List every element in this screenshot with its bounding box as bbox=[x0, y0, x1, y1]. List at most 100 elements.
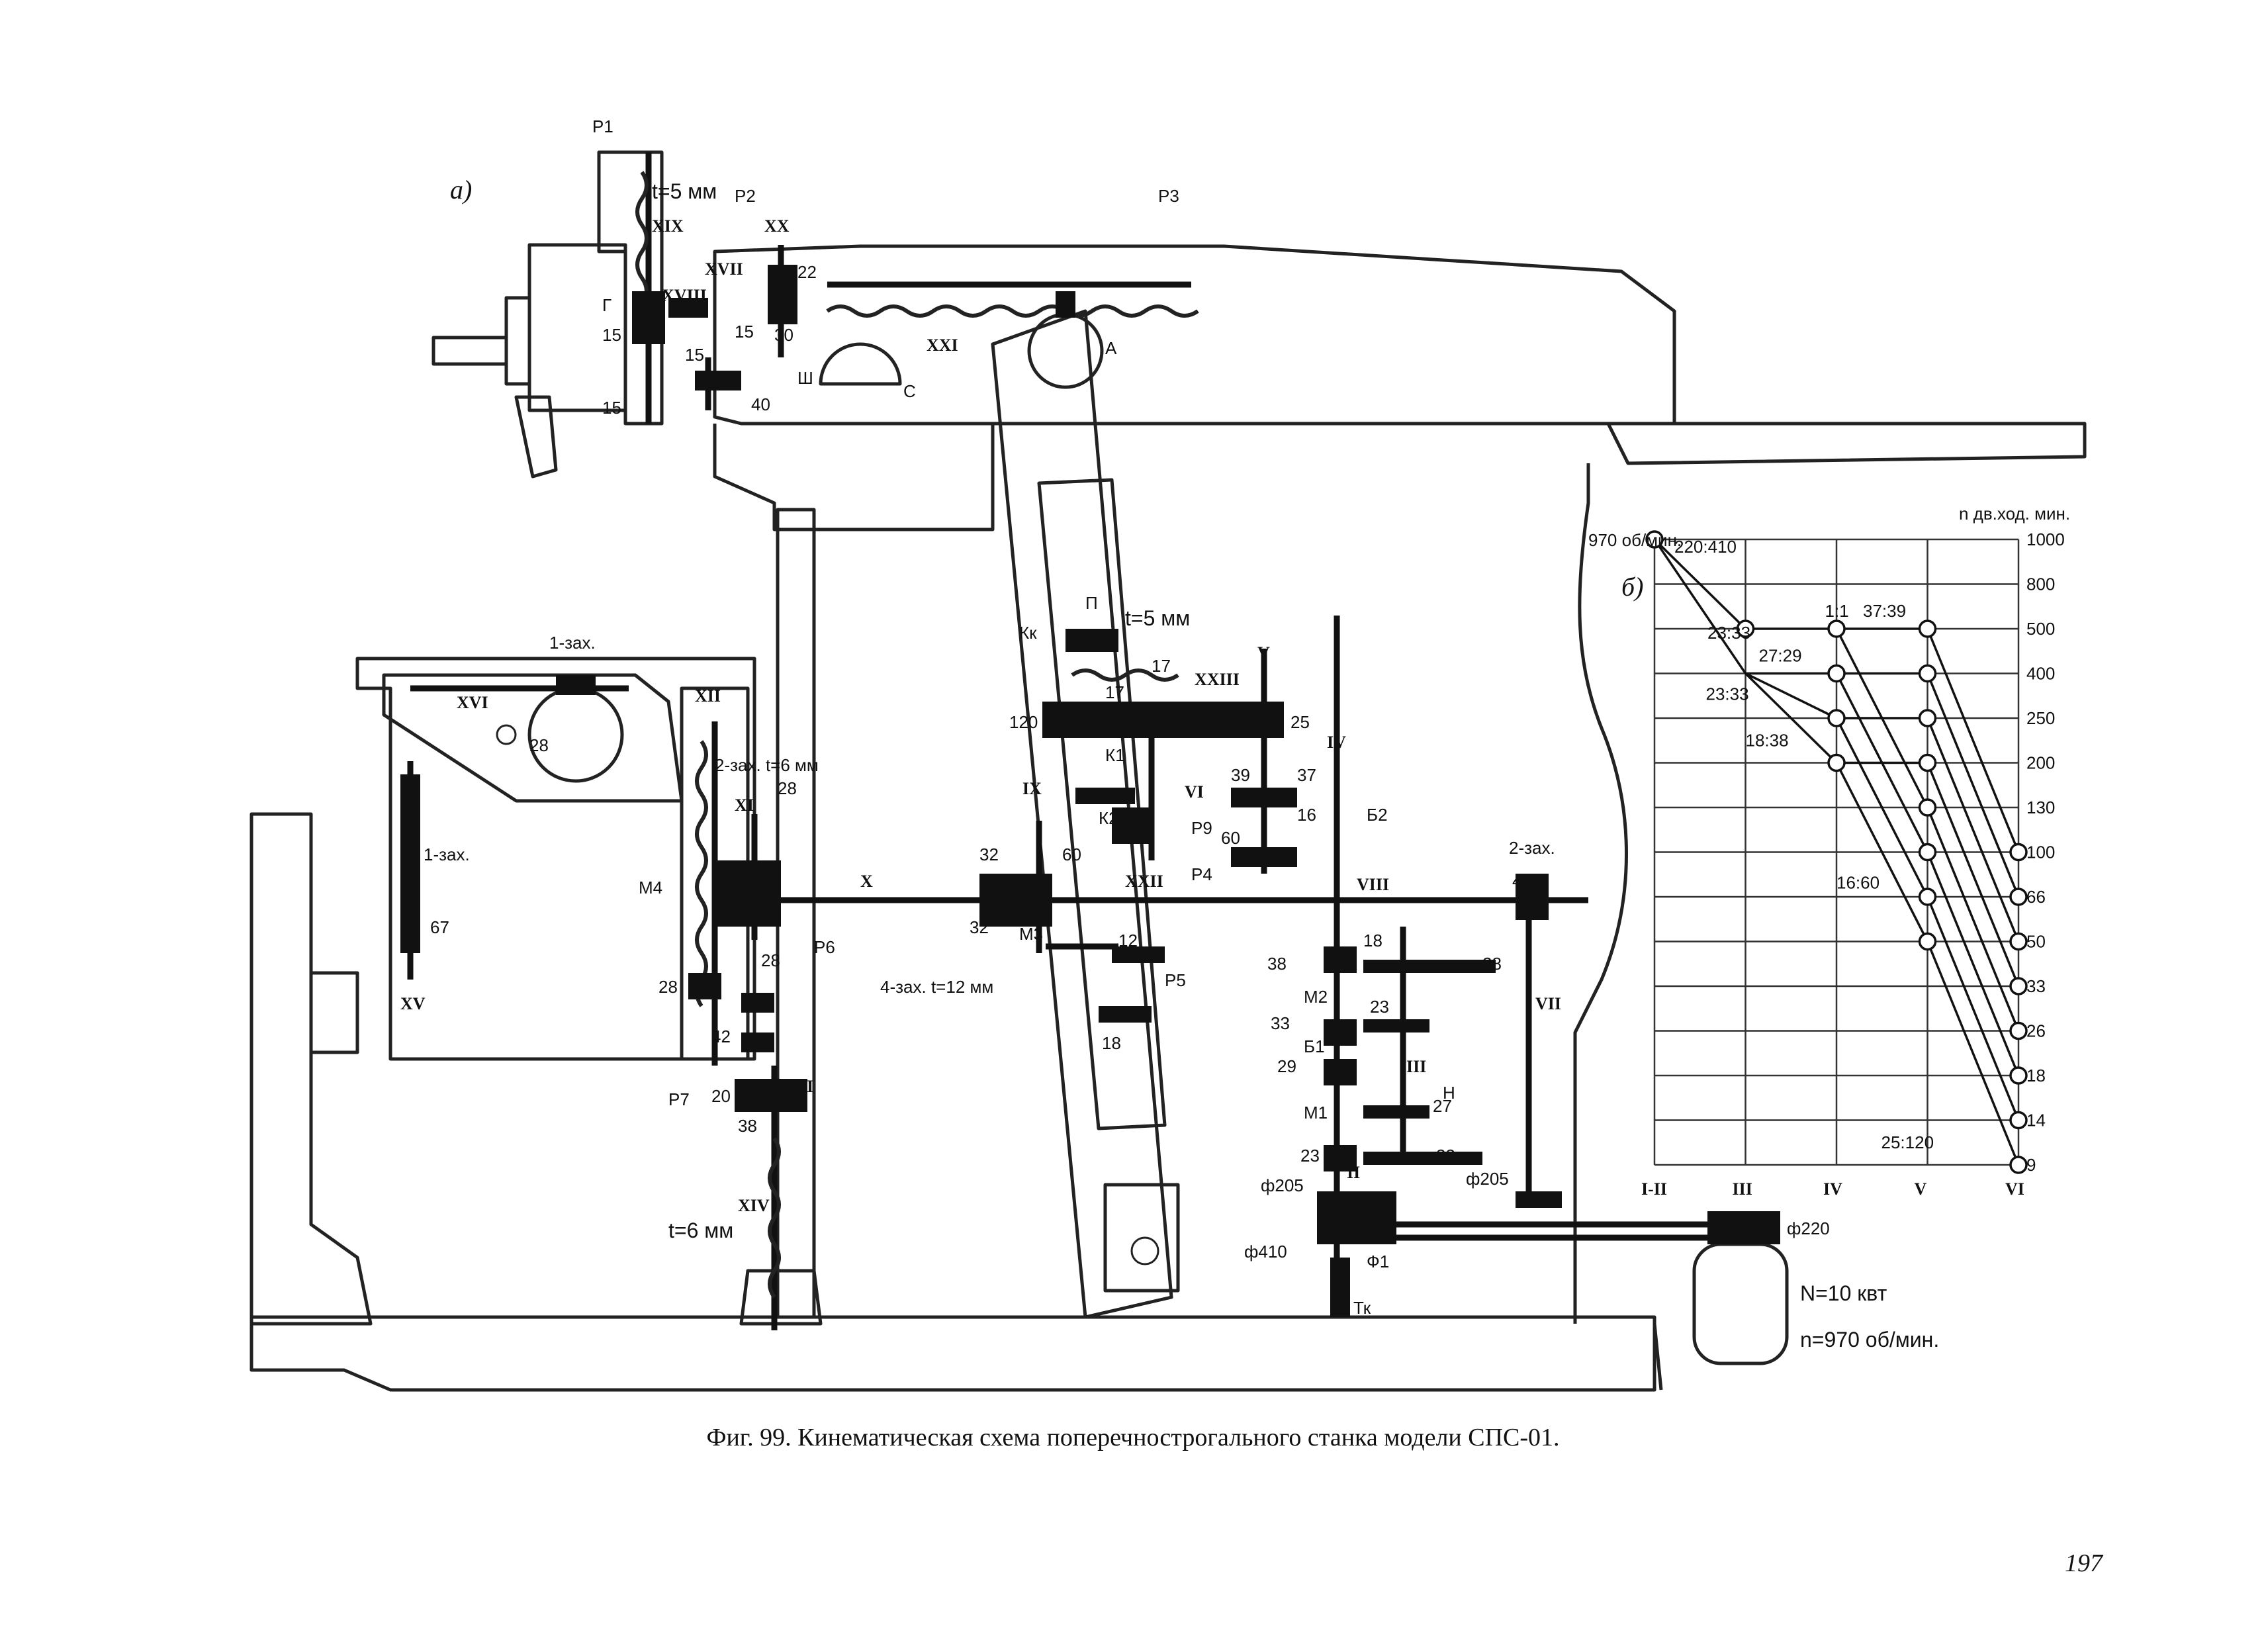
chart-y-tick-label: 14 bbox=[2026, 1111, 2046, 1130]
shaft-xiv: XIV bbox=[738, 1196, 770, 1215]
lever-p5-label: P5 bbox=[1165, 970, 1186, 990]
gear-38-a: 38 bbox=[738, 1116, 757, 1136]
lever-p3-label: P3 bbox=[1158, 186, 1179, 206]
brake-f1: Ф1 bbox=[1367, 1252, 1389, 1271]
chart-ratio-label: 27:29 bbox=[1759, 646, 1802, 666]
gear-27: 27 bbox=[1433, 1096, 1452, 1116]
lever-p1-label: P1 bbox=[592, 116, 613, 136]
chart-speed-node bbox=[2009, 888, 2028, 906]
chart-ratio-ray bbox=[1926, 941, 2020, 1166]
chart-ratio-ray bbox=[1926, 851, 2020, 1076]
gear-16: 16 bbox=[1297, 805, 1316, 825]
chart-x-tick-label: III bbox=[1733, 1179, 1752, 1199]
shaft-v: V bbox=[1257, 643, 1270, 663]
gear-22: 22 bbox=[797, 262, 817, 282]
chart-speed-node bbox=[1645, 530, 1664, 549]
chart-ratio-ray bbox=[1926, 717, 2020, 942]
chart-speed-node bbox=[2009, 1021, 2028, 1040]
lever-p6-label: P6 bbox=[814, 937, 835, 957]
chart-ratio-ray bbox=[1835, 672, 1929, 853]
screw-pitch-lift: t=6 мм bbox=[668, 1218, 733, 1242]
chart-speed-node bbox=[1918, 709, 1937, 727]
motor-power: N=10 квт bbox=[1800, 1281, 1887, 1305]
gear-60-b: 60 bbox=[1221, 828, 1240, 848]
chart-ratio-ray bbox=[1926, 672, 2020, 897]
gear-12: 12 bbox=[1118, 931, 1138, 950]
chart-speed-node bbox=[1918, 753, 1937, 772]
gear-15-c: 15 bbox=[685, 345, 704, 365]
shaft-vii: VII bbox=[1535, 994, 1561, 1013]
gear-25: 25 bbox=[1291, 712, 1310, 732]
chart-ratio-label: 25:120 bbox=[1881, 1132, 1934, 1152]
shaft-xx: XX bbox=[764, 216, 790, 236]
pulley-d410: ф410 bbox=[1244, 1242, 1287, 1262]
pulley-d205-right: ф205 bbox=[1466, 1169, 1509, 1189]
worm-two-start-right-label: 2-зах. bbox=[1509, 838, 1555, 858]
gear-28-c: 28 bbox=[761, 950, 780, 970]
machine-frame bbox=[249, 150, 2087, 1392]
chart-speed-node bbox=[1827, 620, 1846, 638]
gear-38-b: 38 bbox=[1267, 954, 1287, 974]
chart-speed-node bbox=[1918, 888, 1937, 906]
gear-18-a: 18 bbox=[1102, 1033, 1121, 1053]
chart-y-tick-label: 100 bbox=[2026, 843, 2055, 862]
chart-ratio-ray bbox=[1926, 896, 2020, 1121]
gear-15-d: 15 bbox=[735, 322, 754, 342]
chart-ratio-ray bbox=[1835, 762, 1929, 942]
lever-p4-label: P4 bbox=[1191, 864, 1212, 884]
worm-two-start-label: 2-зах. t=6 мм bbox=[715, 755, 819, 775]
letter-a: А bbox=[1105, 338, 1117, 358]
chart-ratio-label: 1:1 bbox=[1825, 601, 1849, 621]
chart-y-tick-label: 9 bbox=[2026, 1155, 2036, 1175]
shaft-xvii: XVII bbox=[705, 259, 743, 279]
chart-speed-node bbox=[2009, 1156, 2028, 1174]
subfigure-a-label: а) bbox=[450, 175, 472, 205]
chart-ratio-ray bbox=[1653, 538, 1746, 630]
chart-ratio-label: 23:33 bbox=[1706, 684, 1749, 704]
lever-p9-label: P9 bbox=[1191, 818, 1212, 838]
gear-17-a: 17 bbox=[1152, 656, 1171, 676]
chart-y-tick-label: 50 bbox=[2026, 932, 2046, 952]
chart-ratio-ray bbox=[1835, 628, 1929, 808]
chart-ratio-ray bbox=[1653, 539, 1746, 674]
lever-p2-label: P2 bbox=[735, 186, 756, 206]
chart-x-tick-label: IV bbox=[1823, 1179, 1842, 1199]
shaft-xii: XII bbox=[695, 686, 721, 706]
worm-one-start-top-label: 1-зах. bbox=[549, 633, 596, 653]
worm-one-start-left-label: 1-зах. bbox=[424, 845, 470, 864]
chart-y-tick-label: 200 bbox=[2026, 753, 2055, 773]
gear-17-b: 17 bbox=[1105, 682, 1124, 702]
pulley-d220: ф220 bbox=[1787, 1218, 1830, 1238]
subfigure-b-label: б) bbox=[1621, 572, 1643, 602]
shaft-xvi: XVI bbox=[457, 693, 488, 712]
chart-y-tick-label: 33 bbox=[2026, 976, 2046, 996]
chart-x-tick-label: I-II bbox=[1641, 1179, 1667, 1199]
gear-67: 67 bbox=[430, 917, 449, 937]
gear-32-b: 32 bbox=[970, 917, 989, 937]
clutch-m1: М1 bbox=[1304, 1103, 1328, 1123]
letter-c: С bbox=[903, 381, 916, 401]
shaft-xix: XIX bbox=[652, 216, 684, 236]
letter-kk: Кк bbox=[1019, 623, 1037, 643]
chart-ratio-ray bbox=[1835, 717, 1929, 897]
gear-28-d: 28 bbox=[658, 977, 678, 997]
gear-28-e: 28 bbox=[1482, 954, 1502, 974]
chart-ratio-ray bbox=[1745, 672, 1837, 719]
chart-speed-node bbox=[2009, 1066, 2028, 1085]
letter-sh: Ш bbox=[797, 368, 813, 388]
chart-speed-node bbox=[1827, 753, 1846, 772]
chart-y-tick-label: 1000 bbox=[2026, 529, 2065, 549]
chart-y-tick-label: 130 bbox=[2026, 798, 2055, 817]
chart-ratio-label: 220:410 bbox=[1674, 537, 1737, 557]
gear-28-a: 28 bbox=[529, 735, 549, 755]
shaft-xi: XI bbox=[735, 796, 754, 815]
chart-ratio-ray bbox=[1926, 762, 2020, 987]
chart-speed-node bbox=[1918, 798, 1937, 817]
gear-32-a: 32 bbox=[979, 845, 999, 864]
clutch-k1: К1 bbox=[1105, 745, 1125, 765]
shaft-vi: VI bbox=[1185, 782, 1204, 802]
speed-diagram: 10008005004002502001301006650332618149I-… bbox=[1588, 504, 2070, 1199]
chart-speed-node bbox=[1827, 709, 1846, 727]
chart-start-label: 970 об/мин. bbox=[1588, 530, 1682, 550]
